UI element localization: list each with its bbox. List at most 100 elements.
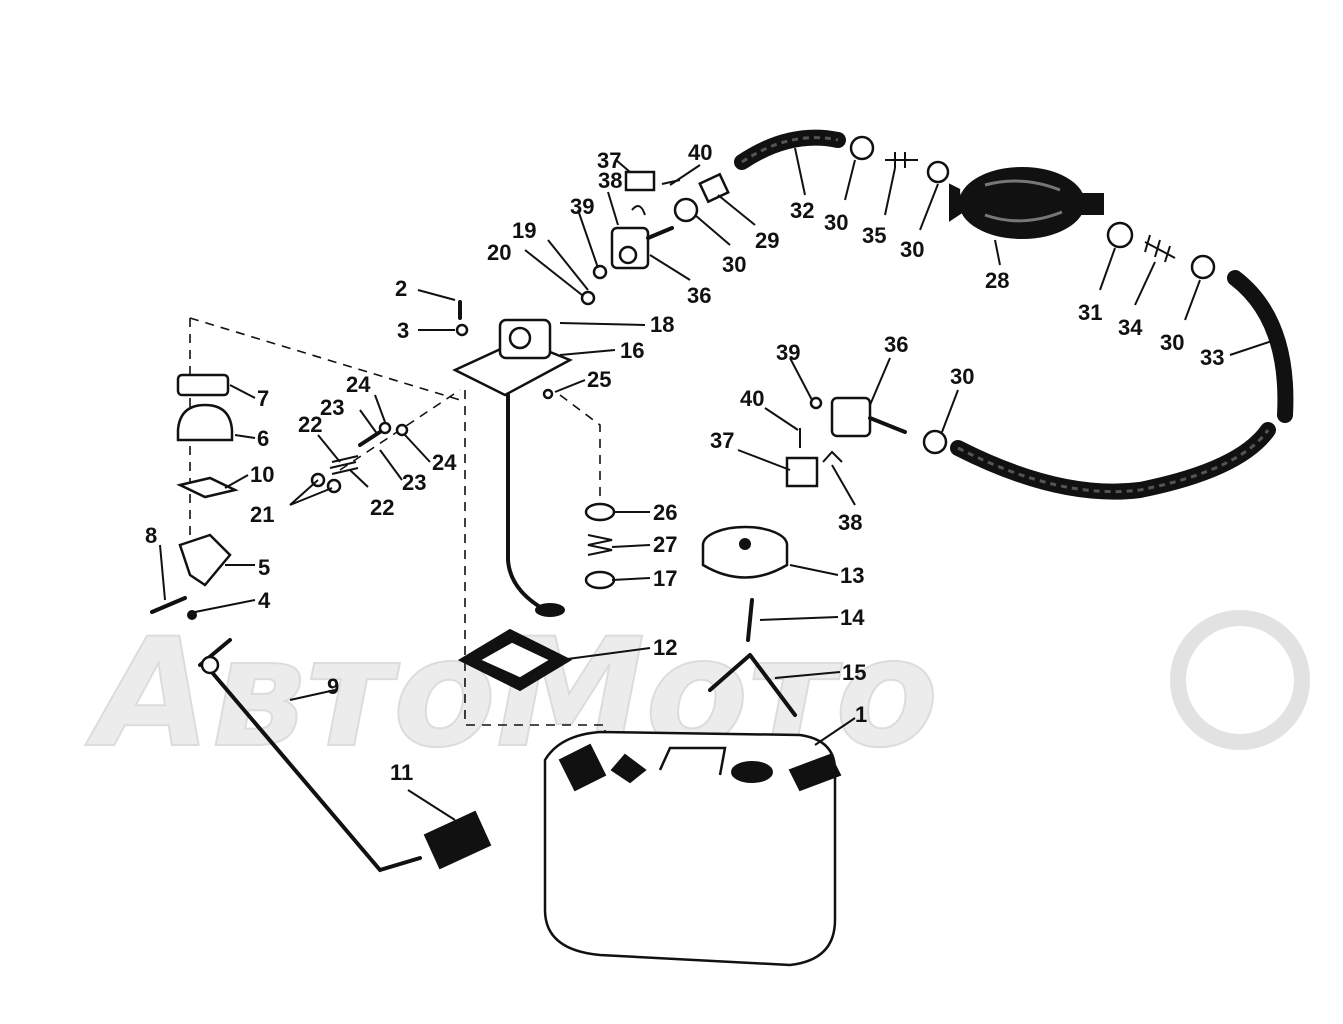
retainer-15 [708, 653, 797, 717]
callout-8: 8 [145, 523, 157, 548]
fuel-tank [543, 730, 842, 967]
callout-24: 24 [346, 372, 371, 397]
spring-clip-38 [822, 450, 843, 463]
callout-2: 2 [395, 276, 407, 301]
washer-3 [455, 323, 469, 337]
callout-23: 23 [320, 395, 344, 420]
plate-10 [176, 476, 239, 499]
callout-39: 39 [776, 340, 800, 365]
callout-40: 40 [740, 386, 764, 411]
tank-body [543, 730, 837, 967]
nut-30 [673, 197, 699, 223]
callout-4: 4 [258, 588, 271, 613]
diaphragm-26 [584, 502, 616, 522]
clip-37 [785, 456, 819, 488]
nut-30 [1190, 254, 1216, 280]
valve-17 [584, 570, 616, 590]
fittings [673, 135, 1216, 455]
callout-37: 37 [710, 428, 734, 453]
callout-36: 36 [687, 283, 711, 308]
gauge-assembly [150, 373, 492, 873]
callout-15: 15 [842, 660, 866, 685]
nut-30 [926, 160, 950, 184]
nut-30 [849, 135, 875, 161]
cap-assembly [701, 525, 797, 717]
callout-33: 33 [1200, 345, 1224, 370]
callout-5: 5 [258, 555, 270, 580]
callout-11: 11 [390, 760, 413, 785]
callout-40: 40 [688, 140, 712, 165]
primer-bulb [949, 167, 1104, 239]
housing-5 [178, 533, 232, 587]
callout-36: 36 [884, 332, 908, 357]
callout-9: 9 [327, 674, 339, 699]
nut-30 [922, 429, 948, 455]
callout-27: 27 [653, 532, 677, 557]
hose-33-lower [950, 422, 1276, 500]
washer-20 [580, 290, 596, 306]
callout-18: 18 [650, 312, 674, 337]
callout-23: 23 [402, 470, 426, 495]
callout-1: 1 [855, 702, 867, 727]
hoses [734, 129, 1294, 500]
callout-29: 29 [755, 228, 779, 253]
hose-33-upper [1227, 270, 1294, 423]
filter-11 [423, 810, 492, 870]
connector-35 [885, 152, 918, 168]
callout-6: 6 [257, 426, 269, 451]
callout-31: 31 [1078, 300, 1102, 325]
callout-30: 30 [824, 210, 848, 235]
callout-19: 19 [512, 218, 536, 243]
washer-24 [378, 421, 392, 435]
callout-14: 14 [840, 605, 865, 630]
seal-7 [176, 373, 230, 397]
callout-32: 32 [790, 198, 814, 223]
watermark-wheel-icon [1170, 610, 1310, 750]
callout-39: 39 [570, 194, 594, 219]
callout-21: 21 [250, 502, 274, 527]
tank-filler-neck [731, 761, 773, 783]
callout-10: 10 [250, 462, 274, 487]
callout-3: 3 [397, 318, 409, 343]
o-ring-39 [809, 396, 823, 410]
callout-7: 7 [257, 386, 269, 411]
o-ring-39 [592, 264, 608, 280]
spring-27 [587, 534, 613, 556]
callout-24: 24 [432, 450, 457, 475]
callout-38: 38 [838, 510, 862, 535]
sleeve-29 [698, 172, 730, 204]
callout-13: 13 [840, 563, 864, 588]
clip-37 [624, 170, 656, 192]
callout-28: 28 [985, 268, 1009, 293]
tank-carry-handle [658, 746, 727, 776]
nut-4 [187, 610, 197, 620]
callout-34: 34 [1118, 315, 1143, 340]
callout-12: 12 [653, 635, 677, 660]
hose-32 [734, 129, 846, 170]
tank-handle-right [788, 753, 842, 792]
ball-21 [326, 478, 342, 494]
callout-30: 30 [950, 364, 974, 389]
callout-30: 30 [1160, 330, 1184, 355]
callout-labels: 37 40 38 39 19 20 36 30 29 32 30 35 30 2… [145, 140, 1224, 785]
pickup-assembly [452, 300, 616, 692]
connector-36-lower [785, 396, 907, 488]
callout-35: 35 [862, 223, 886, 248]
ball-25 [542, 388, 554, 400]
pickup-tube [506, 393, 547, 612]
tank-handle-left [558, 743, 607, 792]
screw-8 [150, 596, 187, 614]
tank-gauge-port [610, 753, 647, 784]
connector-34 [1144, 234, 1176, 263]
callout-30: 30 [900, 237, 924, 262]
assembly-line-valve [559, 394, 601, 500]
callout-22: 22 [298, 412, 322, 437]
washer-24 [395, 423, 409, 437]
cover-6 [176, 403, 234, 442]
callout-16: 16 [620, 338, 644, 363]
chain-14 [746, 598, 754, 642]
spring-22 [329, 455, 359, 475]
nut-31 [1106, 221, 1134, 249]
spring-clip-38 [631, 205, 646, 216]
